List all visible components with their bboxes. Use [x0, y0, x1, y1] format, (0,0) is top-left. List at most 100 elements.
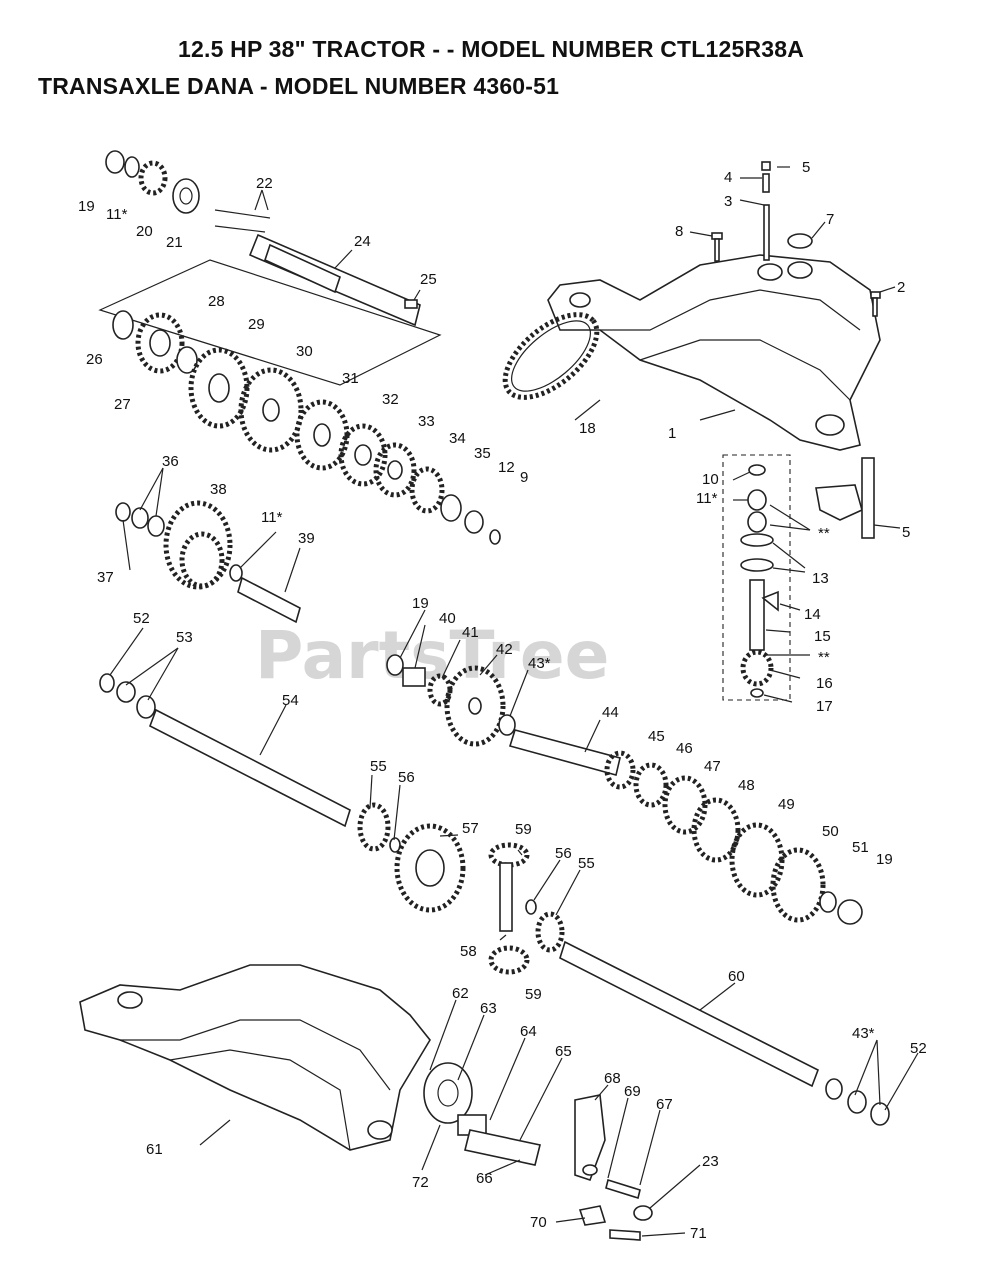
callout-37: 37	[97, 569, 114, 586]
callout-56-right: 56	[555, 845, 572, 862]
callout-18: 18	[579, 420, 596, 437]
callout-11-mid: 11*	[261, 509, 283, 526]
idler-gear-assembly	[386, 654, 621, 776]
diagram-subtitle: TRANSAXLE DANA - MODEL NUMBER 4360-51	[38, 73, 560, 99]
callout-11-right: 11*	[696, 490, 718, 507]
callout-19-right: 19	[876, 851, 893, 868]
callout-53: 53	[176, 629, 193, 646]
callout-5: 5	[802, 159, 810, 176]
callout-labels: 1 2 3 4 5 5 7 8 9 10 11* 11* 11* 12 13 1…	[78, 159, 927, 1242]
callout-55-right: 55	[578, 855, 595, 872]
callout-41: 41	[462, 624, 479, 641]
callout-29: 29	[248, 316, 265, 333]
callout-71: 71	[690, 1225, 707, 1242]
callout-4: 4	[724, 169, 732, 186]
callout-36: 36	[162, 453, 179, 470]
callout-30: 30	[296, 343, 313, 360]
countershaft-gear-row	[112, 310, 501, 545]
callout-60: 60	[728, 968, 745, 985]
callout-66: 66	[476, 1170, 493, 1187]
input-gear-stack	[105, 150, 200, 214]
callout-62: 62	[452, 985, 469, 1002]
callout-33: 33	[418, 413, 435, 430]
brake-shift-parts	[423, 1062, 653, 1241]
callout-61: 61	[146, 1141, 163, 1158]
callout-44: 44	[602, 704, 619, 721]
callout-54: 54	[282, 692, 299, 709]
watermark: PartsTree	[255, 617, 609, 694]
callout-45: 45	[648, 728, 665, 745]
callout-56-left: 56	[398, 769, 415, 786]
callout-12: 12	[498, 459, 515, 476]
callout-8: 8	[675, 223, 683, 240]
callout-15: 15	[814, 628, 831, 645]
callout-63: 63	[480, 1000, 497, 1017]
output-gear-row	[604, 750, 863, 925]
callout-3: 3	[724, 193, 732, 210]
callout-13: 13	[812, 570, 829, 587]
callout-46: 46	[676, 740, 693, 757]
callout-24: 24	[354, 233, 371, 250]
callout-47: 47	[704, 758, 721, 775]
callout-49: 49	[778, 796, 795, 813]
differential-assembly	[488, 842, 565, 975]
callout-38: 38	[210, 481, 227, 498]
callout-59-top: 59	[515, 821, 532, 838]
callout-31: 31	[342, 370, 359, 387]
left-axle-assembly	[99, 673, 466, 913]
callout-double-star-bottom: **	[818, 649, 830, 666]
input-shaft-assembly	[722, 454, 875, 701]
callout-23: 23	[702, 1153, 719, 1170]
callout-64: 64	[520, 1023, 537, 1040]
callout-26: 26	[86, 351, 103, 368]
callout-59-bottom: 59	[525, 986, 542, 1003]
callout-27: 27	[114, 396, 131, 413]
callout-25: 25	[420, 271, 437, 288]
callout-11-top: 11*	[106, 206, 128, 223]
diagram-title: 12.5 HP 38" TRACTOR - - MODEL NUMBER CTL…	[178, 36, 805, 62]
callout-28: 28	[208, 293, 225, 310]
callout-16: 16	[816, 675, 833, 692]
callout-52-right: 52	[910, 1040, 927, 1057]
callout-65: 65	[555, 1043, 572, 1060]
callout-19-top: 19	[78, 198, 95, 215]
callout-58: 58	[460, 943, 477, 960]
callout-70: 70	[530, 1214, 547, 1231]
leader-lines	[109, 166, 919, 1237]
callout-67: 67	[656, 1096, 673, 1113]
shift-shaft-assembly	[98, 209, 442, 386]
callout-2: 2	[897, 279, 905, 296]
housing-hardware	[711, 161, 881, 317]
callout-68: 68	[604, 1070, 621, 1087]
callout-57: 57	[462, 820, 479, 837]
callout-55-left: 55	[370, 758, 387, 775]
callout-9: 9	[520, 469, 528, 486]
callout-14: 14	[804, 606, 821, 623]
callout-43-right: 43*	[852, 1025, 875, 1042]
callout-22: 22	[256, 175, 273, 192]
callout-43-mid: 43*	[528, 655, 551, 672]
callout-72: 72	[412, 1174, 429, 1191]
callout-10: 10	[702, 471, 719, 488]
callout-50: 50	[822, 823, 839, 840]
callout-double-star-top: **	[818, 525, 830, 542]
callout-35: 35	[474, 445, 491, 462]
callout-32: 32	[382, 391, 399, 408]
callout-39: 39	[298, 530, 315, 547]
callout-20: 20	[136, 223, 153, 240]
callout-5-lower: 5	[902, 524, 910, 541]
right-axle-assembly	[559, 940, 890, 1126]
callout-48: 48	[738, 777, 755, 794]
callout-69: 69	[624, 1083, 641, 1100]
callout-1: 1	[668, 425, 676, 442]
callout-51: 51	[852, 839, 869, 856]
callout-40: 40	[439, 610, 456, 627]
callout-21: 21	[166, 234, 183, 251]
callout-42: 42	[496, 641, 513, 658]
callout-19-mid: 19	[412, 595, 429, 612]
upper-housing	[547, 254, 881, 451]
callout-52-left: 52	[133, 610, 150, 627]
drive-chain	[502, 312, 600, 400]
cluster-gear-assembly	[115, 500, 301, 624]
